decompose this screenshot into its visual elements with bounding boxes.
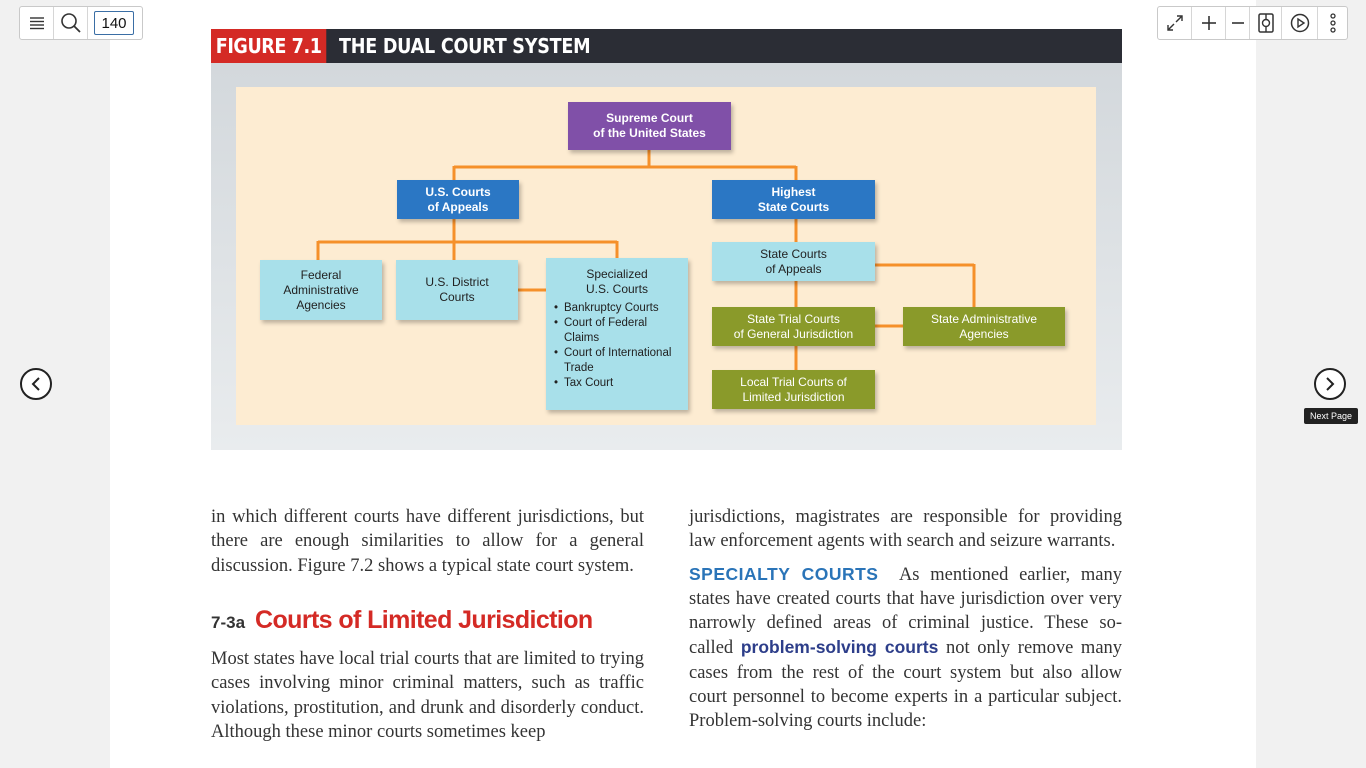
- box-line: of the United States: [593, 126, 706, 140]
- more-options-button[interactable]: [1318, 7, 1347, 39]
- list-item: Court of International Trade: [554, 346, 688, 376]
- figure-title: THE DUAL COURT SYSTEM: [339, 34, 591, 58]
- autoplay-button[interactable]: [1282, 7, 1318, 39]
- figure-header: FIGURE 7.1 THE DUAL COURT SYSTEM: [211, 29, 1122, 63]
- box-line: U.S. Courts: [585, 282, 648, 296]
- state-trial-courts-box: State Trial Courts of General Jurisdicti…: [712, 307, 875, 346]
- box-line: State Courts: [757, 199, 830, 214]
- specialized-courts-list: Bankruptcy Courts Court of Federal Claim…: [546, 301, 688, 391]
- play-icon: [1290, 13, 1309, 33]
- box-line: Agencies: [296, 297, 346, 312]
- state-courts-of-appeals-box: State Courts of Appeals: [712, 242, 875, 281]
- list-item: Tax Court: [554, 376, 688, 391]
- previous-page-button[interactable]: [20, 368, 52, 400]
- section-title: Courts of Limited Jurisdiction: [255, 605, 593, 634]
- left-toolbar: [19, 6, 143, 40]
- page-view-icon: [1257, 13, 1274, 33]
- specialty-courts-paragraph: SPECIALTY COURTS As mentioned earlier, m…: [689, 562, 1122, 734]
- chevron-right-icon: [1326, 377, 1335, 391]
- figure-label: FIGURE 7.1: [211, 29, 327, 63]
- box-line: Federal: [300, 267, 342, 282]
- menu-button[interactable]: [20, 7, 54, 39]
- courts-of-appeals-box: U.S. Courts of Appeals: [397, 180, 519, 219]
- more-vertical-icon: [1329, 13, 1336, 33]
- specialized-courts-box: Specialized U.S. Courts Bankruptcy Court…: [546, 258, 688, 410]
- minus-icon: [1231, 22, 1244, 24]
- paragraph-text: As mentioned earlier, many states have c…: [689, 564, 1123, 659]
- box-line: of General Jurisdiction: [733, 326, 854, 341]
- right-text-column: jurisdictions, magistrates are responsib…: [689, 505, 1122, 734]
- supreme-court-box: Supreme Court of the United States: [568, 102, 731, 150]
- paragraph-text: not only remove many cases from the rest…: [689, 638, 1123, 732]
- key-term: problem-solving courts: [740, 637, 939, 658]
- list-item: Bankruptcy Courts: [554, 301, 688, 316]
- right-toolbar: [1157, 6, 1348, 40]
- paragraph: in which different courts have different…: [211, 507, 644, 576]
- local-trial-courts-box: Local Trial Courts of Limited Jurisdicti…: [712, 370, 875, 409]
- state-admin-agencies-box: State Administrative Agencies: [903, 307, 1065, 346]
- search-button[interactable]: [54, 7, 88, 39]
- paragraph: Most states have local trial courts that…: [211, 649, 644, 743]
- district-courts-box: U.S. District Courts: [396, 260, 518, 320]
- box-line: of Appeals: [427, 199, 489, 214]
- fullscreen-button[interactable]: [1158, 7, 1192, 39]
- box-line: State Courts: [760, 246, 827, 261]
- box-line: Administrative: [283, 282, 359, 297]
- next-page-button[interactable]: [1314, 368, 1346, 400]
- zoom-out-button[interactable]: [1226, 7, 1250, 39]
- next-page-tooltip: Next Page: [1304, 408, 1359, 424]
- hamburger-icon: [29, 17, 44, 30]
- box-line: Agencies: [959, 326, 1009, 341]
- highest-state-courts-box: Highest State Courts: [712, 180, 875, 219]
- expand-icon: [1166, 15, 1183, 31]
- box-line: Courts: [439, 290, 475, 304]
- box-line: Local Trial Courts of: [740, 374, 847, 389]
- box-line: Supreme Court: [606, 111, 693, 125]
- box-line: State Administrative: [930, 311, 1038, 326]
- page-number-input[interactable]: [94, 11, 134, 35]
- chevron-left-icon: [31, 377, 40, 391]
- search-icon: [60, 13, 81, 33]
- paragraph: jurisdictions, magistrates are responsib…: [689, 507, 1122, 552]
- left-text-column: in which different courts have different…: [211, 505, 644, 744]
- box-line: of Appeals: [765, 261, 822, 276]
- box-line: U.S. District: [425, 275, 489, 289]
- specialty-courts-heading: SPECIALTY COURTS: [689, 563, 879, 584]
- section-heading: 7-3a Courts of Limited Jurisdiction: [211, 605, 644, 635]
- box-line: Highest: [771, 184, 816, 199]
- federal-admin-agencies-box: Federal Administrative Agencies: [260, 260, 382, 320]
- list-item: Court of Federal Claims: [554, 316, 688, 346]
- plus-icon: [1201, 16, 1216, 30]
- box-line: State Trial Courts: [747, 311, 840, 326]
- box-line: Limited Jurisdiction: [742, 389, 845, 404]
- page-view-button[interactable]: [1250, 7, 1282, 39]
- box-line: U.S. Courts: [425, 184, 491, 199]
- zoom-in-button[interactable]: [1192, 7, 1226, 39]
- box-line: Specialized: [586, 267, 648, 281]
- section-number: 7-3a: [211, 612, 246, 632]
